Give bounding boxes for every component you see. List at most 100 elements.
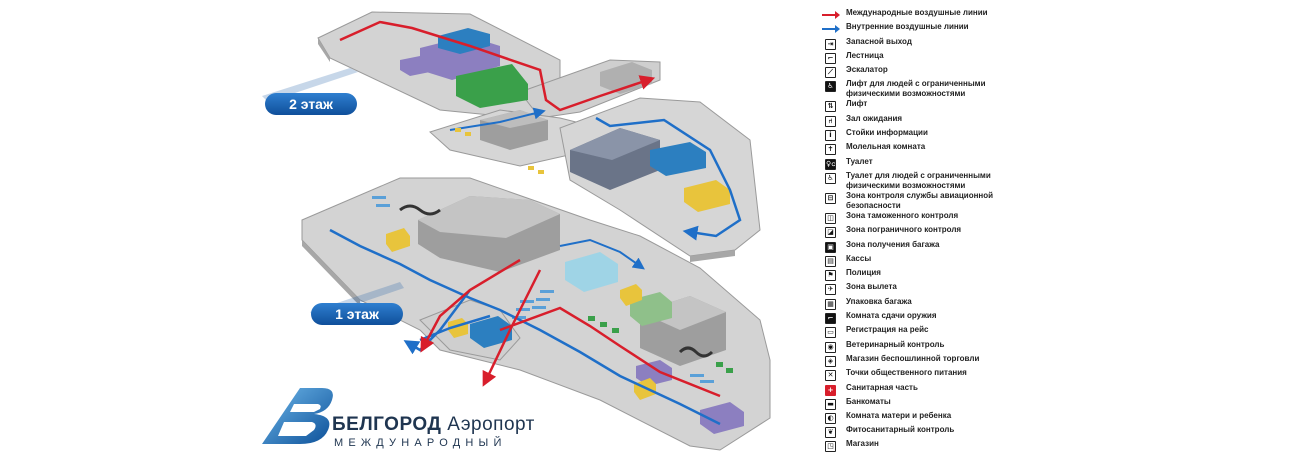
- legend-item: ⑁ Зал ожидания: [822, 114, 1292, 128]
- legend-item: Международные воздушные линии: [822, 8, 1292, 22]
- first-floor-plan: [301, 177, 771, 451]
- legend-item: ▬ Банкоматы: [822, 397, 1292, 411]
- legend-item: ❦ Фитосанитарный контроль: [822, 425, 1292, 439]
- legend-label: Фитосанитарный контроль: [846, 425, 955, 435]
- legend-item: ✝ Молельная комната: [822, 142, 1292, 156]
- logo-word: Аэропорт: [447, 414, 535, 435]
- legend-label: Запасной выход: [846, 36, 912, 46]
- legend-label: Комната сдачи оружия: [846, 311, 937, 321]
- ticket-office-icon: ▤: [822, 255, 838, 267]
- legend-label: Упаковка багажа: [846, 296, 912, 306]
- legend-label: Лифт для людей с ограниченными физически…: [846, 79, 986, 99]
- atm-icon: ▬: [822, 398, 838, 410]
- information-icon: i: [822, 129, 838, 142]
- legend-label: Лестница: [846, 50, 884, 60]
- legend-label: Банкоматы: [846, 396, 891, 406]
- legend-label: Зона вылета: [846, 282, 897, 292]
- emergency-exit-icon: ⇥: [822, 38, 838, 50]
- legend-item: ◐ Комната матери и ребенка: [822, 411, 1292, 425]
- legend-item: ⇥ Запасной выход: [822, 37, 1292, 51]
- legend-item: ⌐ Лестница: [822, 51, 1292, 65]
- legend-label: Молельная комната: [846, 142, 926, 152]
- medical-icon: +: [822, 384, 838, 396]
- legend-item: ♀♂ Туалет: [822, 157, 1292, 171]
- floor-1-badge[interactable]: 1 этаж: [311, 303, 403, 325]
- waiting-hall-icon: ⑁: [822, 115, 838, 127]
- food-icon: ✕: [822, 369, 838, 382]
- accessible-toilet-icon: ♿: [822, 172, 838, 184]
- legend-item: i Стойки информации: [822, 128, 1292, 142]
- check-in-icon: ▭: [822, 326, 838, 339]
- legend-item: ⊟ Зона контроля службы авиационной безопа…: [822, 191, 1292, 211]
- veterinary-icon: ◉: [822, 341, 838, 353]
- police-icon: ⚑: [822, 269, 838, 282]
- legend-label: Зона получения багажа: [846, 239, 940, 249]
- legend-item: ♿ Лифт для людей с ограниченными физическ…: [822, 79, 1292, 99]
- legend-label: Кассы: [846, 253, 872, 263]
- accessible-lift-icon: ♿: [822, 80, 838, 93]
- weapon-storage-icon: ⌐: [822, 312, 838, 325]
- legend-item: ⟋ Эскалатор: [822, 65, 1292, 79]
- airport-logo-mark: [262, 388, 333, 444]
- legend-label: Зона контроля службы авиационной безопас…: [846, 190, 994, 210]
- baggage-claim-icon: ▣: [822, 241, 838, 253]
- border-control-icon: ◪: [822, 226, 838, 239]
- legend-item: ◳ Магазин: [822, 439, 1292, 453]
- legend-item: ⇅ Лифт: [822, 99, 1292, 113]
- stairs-icon: ⌐: [822, 52, 838, 64]
- legend-item: ♿ Туалет для людей с ограниченными физиче…: [822, 171, 1292, 191]
- legend-label: Туалет: [846, 156, 873, 166]
- logo-city: БЕЛГОРОД: [332, 414, 442, 435]
- legend-item: ▣ Зона получения багажа: [822, 240, 1292, 254]
- escalator-icon: ⟋: [822, 66, 838, 79]
- legend-label: Международные воздушные линии: [846, 8, 988, 17]
- floor-2-label: 2 этаж: [289, 96, 333, 112]
- legend-label: Зона таможенного контроля: [846, 210, 959, 220]
- legend-label: Магазин беспошлинной торговли: [846, 353, 980, 363]
- legend-label: Лифт: [846, 99, 868, 109]
- legend-item: ⌐ Комната сдачи оружия: [822, 311, 1292, 325]
- airport-floor-map: [262, 11, 771, 451]
- legend-label: Регистрация на рейс: [846, 325, 929, 335]
- legend-label: Туалет для людей с ограниченными физичес…: [846, 170, 991, 190]
- legend-item: ✈ Зона вылета: [822, 282, 1292, 296]
- duty-free-icon: ◈: [822, 355, 838, 367]
- blue-arrow-icon: [822, 23, 840, 35]
- legend-item: ◫ Зона таможенного контроля: [822, 211, 1292, 225]
- legend-item: ▭ Регистрация на рейс: [822, 325, 1292, 339]
- shop-icon: ◳: [822, 440, 838, 453]
- security-control-icon: ⊟: [822, 192, 838, 204]
- logo-subtitle: МЕЖДУНАРОДНЫЙ: [334, 437, 507, 449]
- legend-label: Стойки информации: [846, 128, 928, 138]
- floor-1-label: 1 этаж: [335, 306, 379, 322]
- legend-item: Внутренние воздушные линии: [822, 22, 1292, 36]
- toilet-icon: ♀♂: [822, 158, 838, 170]
- legend-item: ⚑Полиция: [822, 268, 1292, 282]
- legend-item: ◉ Ветеринарный контроль: [822, 340, 1292, 354]
- red-arrow-icon: [822, 9, 840, 21]
- mother-child-room-icon: ◐: [822, 412, 838, 425]
- prayer-room-icon: ✝: [822, 143, 838, 156]
- departure-icon: ✈: [822, 283, 838, 296]
- legend-label: Зал ожидания: [846, 113, 903, 123]
- legend-label: Точки общественного питания: [846, 368, 967, 378]
- legend-item: ◈ Магазин беспошлинной торговли: [822, 354, 1292, 368]
- legend-item: ▤ Кассы: [822, 254, 1292, 268]
- legend-label: Санитарная часть: [846, 382, 918, 392]
- legend-label: Ветеринарный контроль: [846, 339, 945, 349]
- legend-label: Комната матери и ребенка: [846, 411, 952, 421]
- legend-label: Внутренние воздушные линии: [846, 22, 969, 32]
- floor-2-badge[interactable]: 2 этаж: [265, 93, 357, 115]
- legend-label: Зона пограничного контроля: [846, 225, 962, 235]
- lift-icon: ⇅: [822, 100, 838, 113]
- baggage-wrap-icon: ▦: [822, 298, 838, 310]
- legend-item: ✕ Точки общественного питания: [822, 368, 1292, 382]
- legend-label: Эскалатор: [846, 65, 888, 75]
- legend-item: ▦ Упаковка багажа: [822, 297, 1292, 311]
- phytosanitary-icon: ❦: [822, 426, 838, 439]
- legend-item: + Санитарная часть: [822, 383, 1292, 397]
- legend-label: Магазин: [846, 439, 879, 449]
- customs-icon: ◫: [822, 212, 838, 224]
- logo-title: БЕЛГОРОД Аэропорт: [332, 414, 535, 436]
